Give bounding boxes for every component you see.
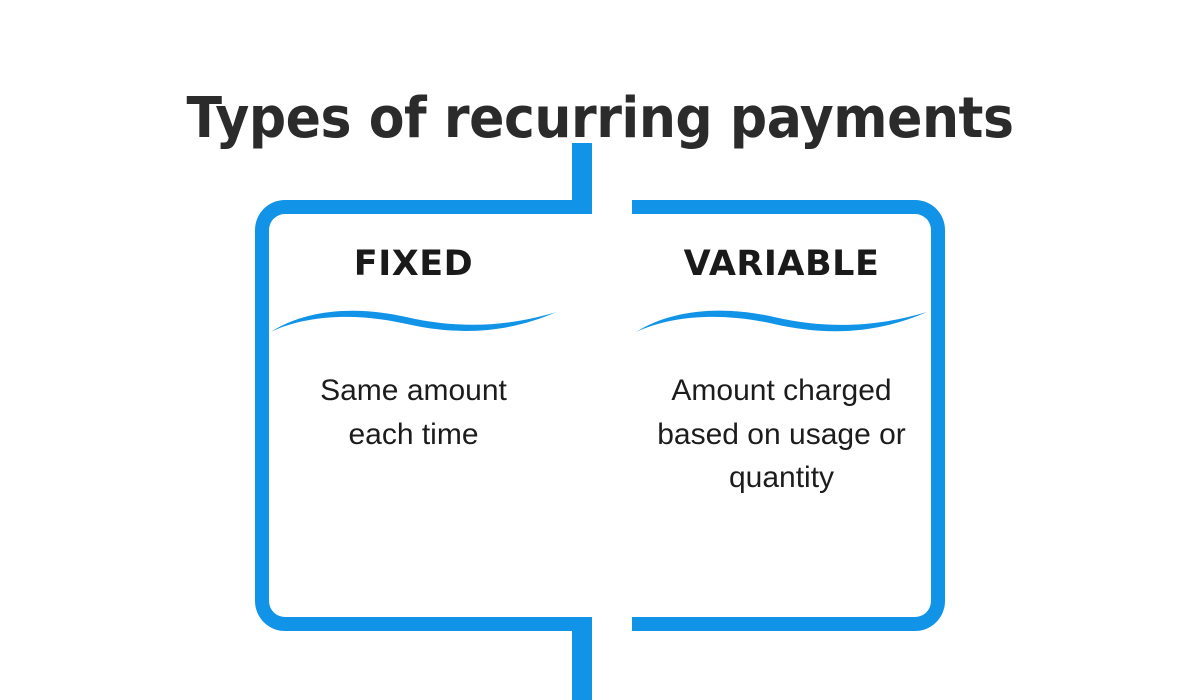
card-fixed: FIXED Same amount each time bbox=[255, 200, 592, 631]
card-fixed-heading: FIXED bbox=[353, 244, 474, 284]
page-title: Types of recurring payments bbox=[186, 85, 1014, 151]
wave-divider-icon bbox=[269, 300, 558, 340]
wave-divider-icon bbox=[632, 300, 931, 340]
card-variable-body: Amount charged based on usage or quantit… bbox=[657, 374, 906, 494]
card-variable-heading: VARIABLE bbox=[683, 244, 880, 284]
card-fixed-body: Same amount each time bbox=[320, 374, 507, 451]
card-variable: VARIABLE Amount charged based on usage o… bbox=[632, 200, 945, 631]
